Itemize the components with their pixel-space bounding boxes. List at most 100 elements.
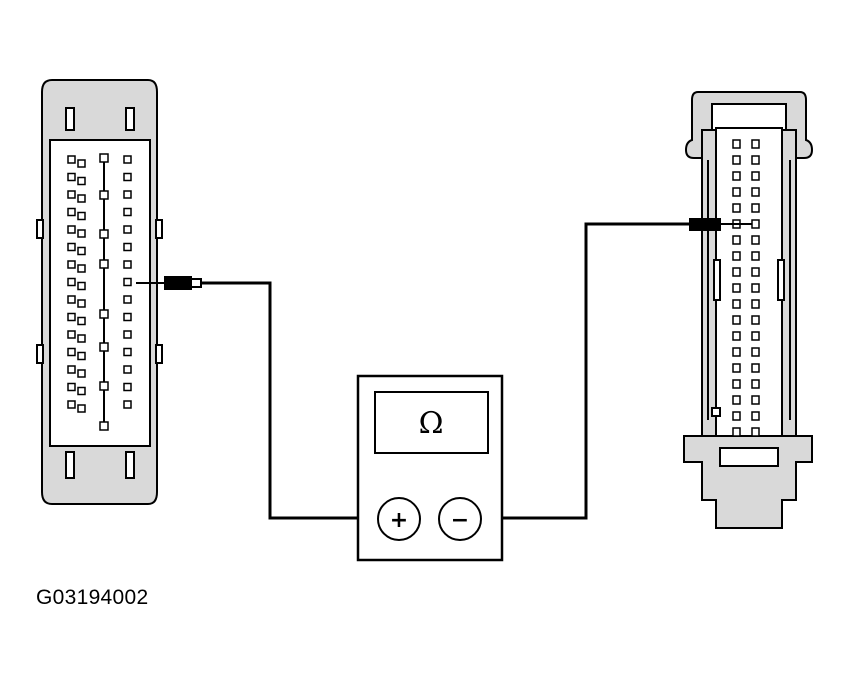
positive-test-probe [136, 276, 202, 290]
pin-cavity [99, 342, 109, 352]
pin-cavity [732, 379, 741, 389]
left-connector-pins [67, 153, 132, 431]
pin-cavity [732, 203, 741, 213]
pin-cavity [99, 309, 109, 319]
pin-cavity [99, 381, 109, 391]
pin-cavity [751, 267, 760, 277]
pin-cavity [732, 171, 741, 181]
pin-cavity [751, 315, 760, 325]
pin-cavity [123, 207, 132, 217]
pin-cavity [123, 190, 132, 199]
negative-terminal-label: − [451, 508, 469, 533]
pin-cavity [67, 312, 76, 322]
ohm-symbol: Ω [419, 406, 444, 441]
pin-cavity [732, 267, 741, 277]
negative-test-probe [689, 218, 752, 231]
pin-cavity [751, 187, 760, 197]
pin-cavity [77, 264, 86, 273]
positive-terminal[interactable] [377, 497, 421, 541]
pin-cavity [77, 246, 86, 256]
pin-cavity [67, 242, 76, 252]
pin-cavity [732, 235, 741, 245]
pin-cavity [123, 312, 132, 322]
pin-cavity [67, 225, 76, 234]
pin-cavity [99, 421, 109, 431]
pin-cavity [732, 283, 741, 293]
meter-test-leads [200, 222, 692, 520]
pin-cavity [732, 331, 741, 341]
pin-cavity [67, 382, 76, 392]
pin-cavity [123, 242, 132, 252]
pin-cavity [751, 235, 760, 245]
pin-cavity [123, 260, 132, 269]
pin-cavity [77, 369, 86, 378]
pin-cavity [77, 299, 86, 308]
pin-cavity [123, 400, 132, 409]
pin-cavity [751, 331, 760, 341]
pin-cavity [67, 260, 76, 269]
pin-cavity [67, 400, 76, 409]
pin-cavity [77, 351, 86, 361]
pin-cavity [77, 334, 86, 343]
pin-cavity [751, 155, 760, 165]
pin-cavity [732, 299, 741, 309]
pin-cavity [77, 159, 86, 168]
pin-cavity [77, 404, 86, 413]
figure-id-label: G03194002 [36, 586, 149, 609]
pin-cavity [99, 229, 109, 239]
pin-cavity [751, 395, 760, 405]
pin-cavity [77, 281, 86, 291]
pin-cavity [751, 251, 760, 261]
pin-cavity [123, 330, 132, 339]
pin-cavity [751, 347, 760, 357]
pin-cavity [123, 172, 132, 182]
pin-cavity [751, 171, 760, 181]
pin-cavity [77, 386, 86, 396]
pin-cavity [732, 363, 741, 373]
pin-cavity [123, 277, 132, 287]
pin-cavity [99, 153, 109, 163]
positive-terminal-label: + [390, 508, 408, 533]
negative-terminal[interactable] [438, 497, 482, 541]
pin-cavity [732, 347, 741, 357]
pin-cavity [123, 155, 132, 164]
pin-cavity [77, 211, 86, 221]
pin-cavity [67, 347, 76, 357]
pin-cavity [732, 155, 741, 165]
pin-cavity [123, 295, 132, 304]
pin-cavity [732, 315, 741, 325]
pin-cavity [751, 139, 760, 149]
left-harness-connector [36, 79, 163, 505]
pin-cavity [123, 347, 132, 357]
negative-lead-wire [481, 222, 692, 520]
pin-cavity [751, 427, 760, 437]
pin-cavity [123, 382, 132, 392]
pin-cavity [123, 225, 132, 234]
pin-cavity [751, 299, 760, 309]
pin-cavity [67, 172, 76, 182]
ohmmeter: Ω + − [356, 374, 504, 562]
pin-cavity [751, 283, 760, 293]
pin-cavity [751, 203, 760, 213]
pin-cavity [99, 259, 109, 269]
pin-cavity [77, 316, 86, 326]
pin-cavity [77, 176, 86, 186]
pin-cavity [123, 365, 132, 374]
pin-cavity [732, 187, 741, 197]
pin-cavity [751, 363, 760, 373]
pin-cavity [67, 330, 76, 339]
pin-cavity [99, 190, 109, 200]
pin-cavity [751, 379, 760, 389]
pin-cavity [67, 295, 76, 304]
pin-cavity [732, 395, 741, 405]
pin-cavity [67, 207, 76, 217]
pin-cavity [732, 411, 741, 421]
pin-cavity [77, 194, 86, 203]
pin-cavity [67, 277, 76, 287]
right-connector-pins [732, 139, 760, 437]
pin-cavity [751, 411, 760, 421]
positive-lead-wire [200, 281, 378, 520]
pin-cavity [67, 365, 76, 374]
pin-cavity [751, 219, 760, 229]
pin-cavity [732, 427, 741, 437]
